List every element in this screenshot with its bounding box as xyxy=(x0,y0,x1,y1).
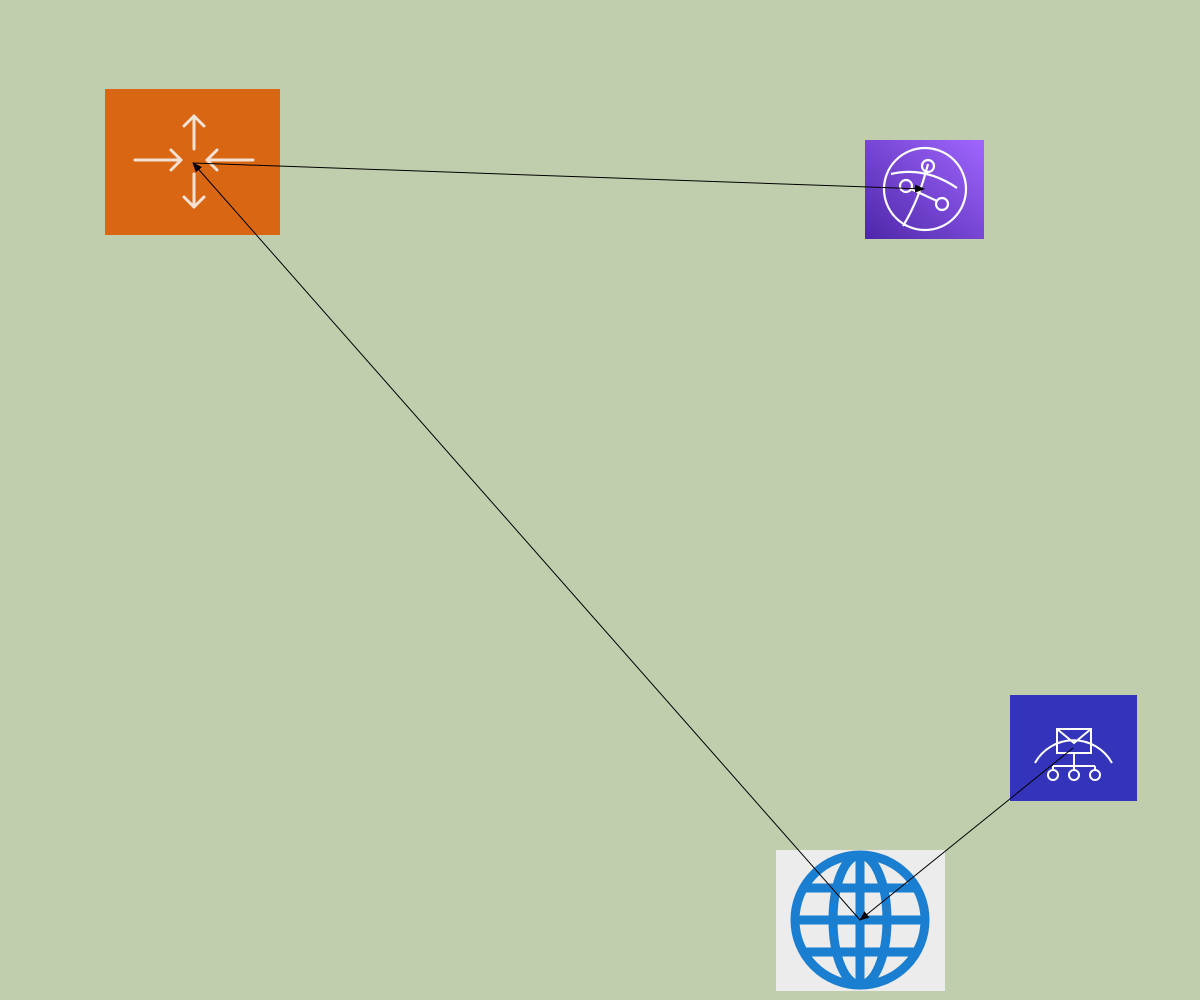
sns-icon xyxy=(1010,695,1137,801)
router-arrows-icon xyxy=(105,89,280,235)
router-node[interactable] xyxy=(105,89,280,235)
edge-router-to-cloudfront xyxy=(192,162,925,193)
edge-internet-to-router xyxy=(192,162,861,921)
edge-sns-to-internet xyxy=(859,747,1074,921)
sns-node[interactable] xyxy=(1010,695,1137,801)
